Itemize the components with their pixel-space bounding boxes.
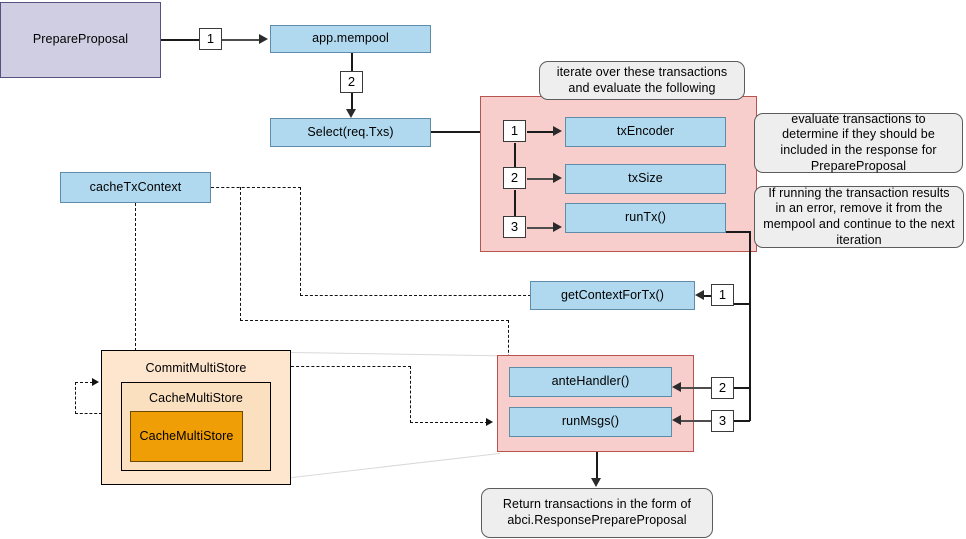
edge-prepare-to-mempool-2 xyxy=(221,39,261,41)
arrowhead-to-mempool xyxy=(259,34,268,44)
edge-rail-to-3 xyxy=(733,420,750,422)
edge-prepare-to-mempool xyxy=(161,39,199,41)
arrowhead-txencoder xyxy=(553,126,562,136)
edge-mempool-to-select-a xyxy=(351,52,353,72)
callout-evaluate: evaluate transactions to determine if th… xyxy=(754,112,963,173)
callout-error: If running the transaction results in an… xyxy=(754,186,964,248)
runtx-step-1: 1 xyxy=(711,284,734,306)
node-ante-handler[interactable]: anteHandler() xyxy=(509,367,672,397)
edge-1-to-getcontextfortx xyxy=(704,295,713,297)
loop-step-2: 2 xyxy=(503,167,526,189)
arrowhead-to-select xyxy=(346,109,356,118)
arrowhead-txsize xyxy=(553,173,562,183)
arrowhead-into-commitmultistore xyxy=(92,378,99,386)
dash-left-hook-outer-v xyxy=(75,382,76,414)
dash-cms-right-down xyxy=(410,366,411,423)
dash-cachectx-down-to-cms xyxy=(135,203,136,351)
dash-left-hook-outer-top xyxy=(75,382,93,383)
arrowhead-runmsgs xyxy=(672,415,681,425)
edge-mempool-to-select-b xyxy=(351,93,353,111)
step-mempool: 1 xyxy=(199,28,222,50)
loop-spine-2-3 xyxy=(514,190,516,217)
node-txencoder[interactable]: txEncoder xyxy=(565,117,726,147)
dash-branch-right xyxy=(240,320,509,321)
arrowhead-getcontextfortx xyxy=(695,290,704,300)
callout-iterate: iterate over these transactions and eval… xyxy=(539,61,745,100)
loop-step-3: 3 xyxy=(503,216,526,238)
callout-result: Return transactions in the form of abci.… xyxy=(481,488,713,538)
node-cache-multi-store-inner: CacheMultiStore xyxy=(130,411,243,462)
dash-branch-down xyxy=(240,187,241,321)
node-runtx[interactable]: runTx() xyxy=(565,203,726,233)
arrowhead-to-result xyxy=(591,478,601,487)
runtx-step-2: 2 xyxy=(711,377,734,399)
node-get-context-for-tx[interactable]: getContextForTx() xyxy=(530,281,695,310)
cache-multi-store-outer-label: CacheMultiStore xyxy=(149,391,243,405)
arrowhead-runtx xyxy=(553,222,562,232)
loop-spine-1-2 xyxy=(514,143,516,168)
edge-2-to-antehandler xyxy=(681,387,711,389)
node-txsize[interactable]: txSize xyxy=(565,164,726,194)
arrowhead-antehandler xyxy=(672,382,681,392)
dash-left-hook-outer-h xyxy=(75,413,102,414)
edge-3-to-runmsgs xyxy=(681,420,711,422)
dash-cachectx-right xyxy=(211,187,301,188)
arrowhead-cms-to-runmsgs xyxy=(486,418,493,426)
edge-rail-to-1 xyxy=(733,303,750,305)
dash-cms-right xyxy=(291,366,411,367)
node-app-mempool[interactable]: app.mempool xyxy=(270,25,431,53)
edge-1-to-txencoder xyxy=(527,131,556,133)
edge-3-to-runtx xyxy=(527,227,556,229)
edge-select-to-loop xyxy=(431,131,497,133)
node-prepare-proposal[interactable]: PrepareProposal xyxy=(0,2,161,78)
guide-line-top xyxy=(290,352,503,357)
dash-cachectx-down-to-getctx xyxy=(300,187,301,296)
node-cache-tx-context[interactable]: cacheTxContext xyxy=(60,172,211,203)
step-select: 2 xyxy=(340,71,363,93)
dash-cms-to-runmsgs xyxy=(410,422,488,423)
edge-runtx-rail-v xyxy=(749,231,751,421)
runtx-step-3: 3 xyxy=(711,410,734,432)
edge-zone-to-result xyxy=(596,452,598,481)
commit-multi-store-label: CommitMultiStore xyxy=(145,361,247,375)
edge-runtx-rail-h xyxy=(726,231,751,233)
dash-to-getcontextfortx xyxy=(300,295,531,296)
edge-rail-to-2 xyxy=(733,387,750,389)
node-run-msgs[interactable]: runMsgs() xyxy=(509,407,672,437)
node-select-req-txs[interactable]: Select(req.Txs) xyxy=(270,118,431,147)
edge-2-to-txsize xyxy=(527,178,556,180)
loop-step-1: 1 xyxy=(503,120,526,142)
